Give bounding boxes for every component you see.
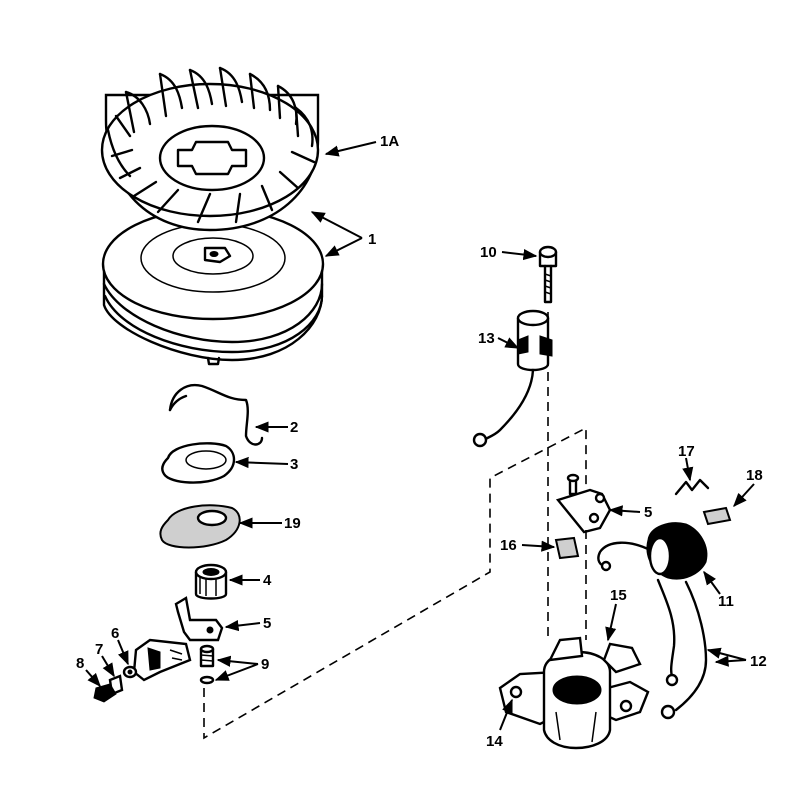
bracket-right [555, 473, 612, 534]
label-4: 4 [263, 572, 272, 589]
assembly-guides [203, 312, 587, 740]
leader-lines [85, 141, 755, 731]
label-10: 10 [480, 244, 497, 261]
felt-pad [554, 536, 580, 560]
felt-washer [159, 504, 241, 549]
spring-clip [674, 478, 710, 496]
label-9: 9 [261, 656, 269, 673]
label-2: 2 [290, 419, 298, 436]
bushing [194, 563, 228, 600]
ground-wire [472, 309, 553, 448]
label-14: 14 [486, 733, 503, 750]
part-labels: 1A 1 2 3 19 4 5 9 6 7 8 10 13 5 16 17 18… [76, 133, 767, 750]
label-1: 1 [368, 231, 376, 248]
label-19: 19 [284, 515, 301, 532]
label-7: 7 [95, 641, 103, 658]
label-5-right: 5 [644, 504, 652, 521]
label-18: 18 [746, 467, 763, 484]
wire-leads [656, 578, 708, 720]
fan-screen [100, 66, 320, 232]
label-5-left: 5 [263, 615, 271, 632]
screw-8 [93, 683, 117, 703]
bracket-left [174, 596, 224, 642]
label-16: 16 [500, 537, 517, 554]
label-8: 8 [76, 655, 84, 672]
label-13: 13 [478, 330, 495, 347]
screw-10 [538, 245, 558, 304]
wire-clip [168, 383, 264, 446]
screw-9 [199, 644, 215, 685]
label-17: 17 [678, 443, 695, 460]
label-11: 11 [718, 593, 734, 610]
screw-6 [122, 665, 138, 679]
contact-points [132, 638, 192, 682]
label-1a: 1A [380, 133, 399, 150]
label-12: 12 [750, 653, 767, 670]
label-6: 6 [111, 625, 119, 642]
label-15: 15 [610, 587, 627, 604]
flywheel [101, 207, 325, 366]
coil-base [498, 636, 650, 750]
label-3: 3 [290, 456, 298, 473]
condenser [597, 522, 708, 580]
small-pad [702, 506, 732, 526]
gasket [161, 442, 236, 484]
